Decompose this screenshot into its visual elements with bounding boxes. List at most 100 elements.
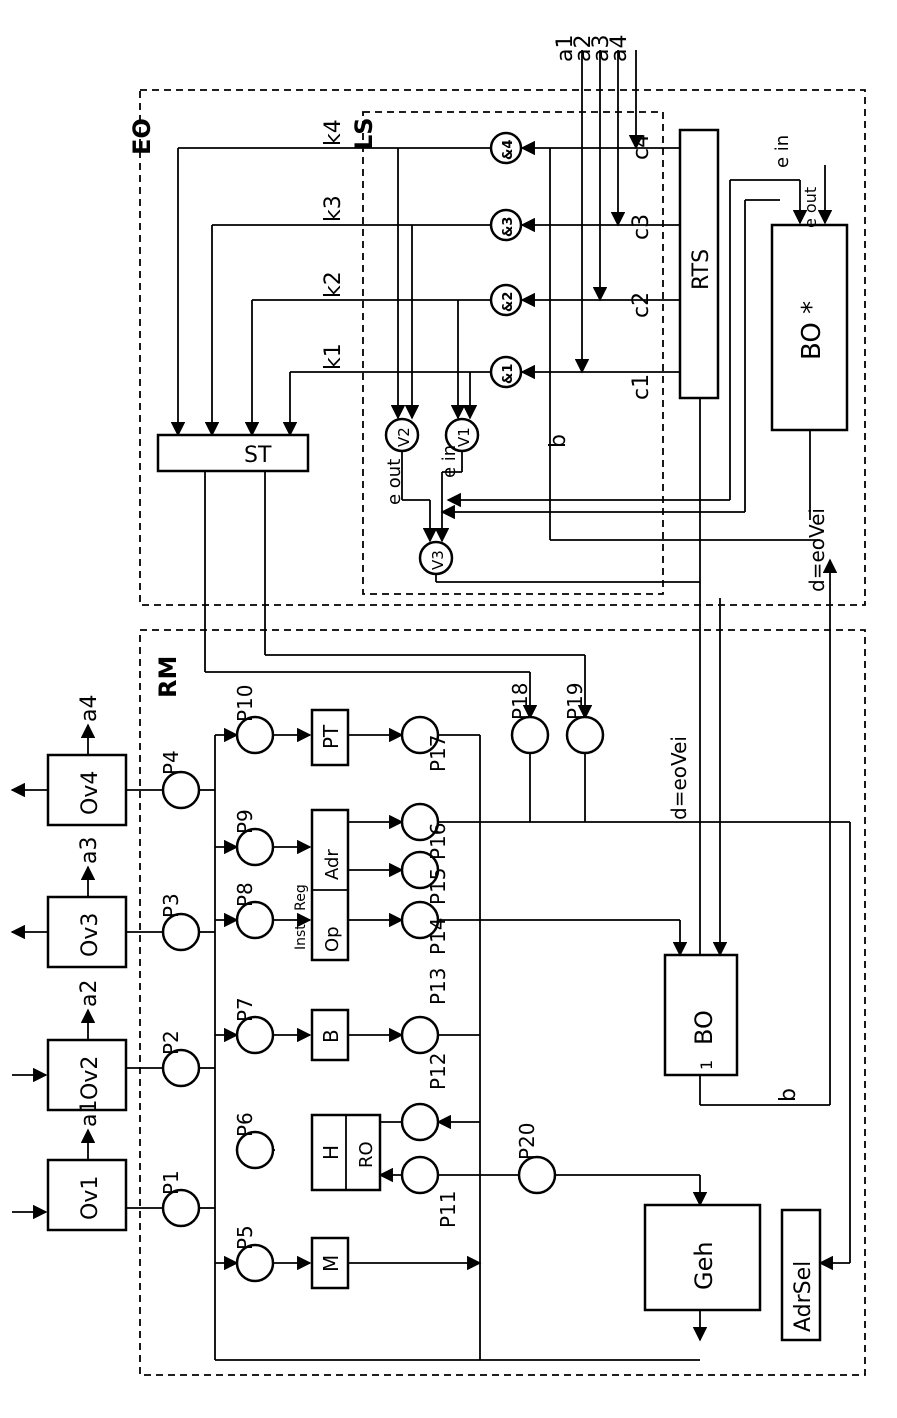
- adrsel-block: [780, 1208, 822, 1342]
- ls-label: LS: [350, 117, 378, 150]
- bo-label: BO: [690, 1010, 718, 1045]
- ov2-label: Ov2: [78, 1056, 103, 1100]
- port-p14: P14: [400, 900, 450, 955]
- ov3-a-label: a3: [77, 837, 102, 864]
- input-a2: a2: [571, 35, 596, 62]
- svg-text:P8: P8: [233, 882, 257, 907]
- port-p17: P17: [400, 715, 450, 772]
- k-lines: [170, 147, 490, 437]
- and-gate-4: &4: [489, 131, 523, 165]
- st-feedback-lines: [204, 471, 593, 720]
- b-label-ls: b: [546, 434, 571, 448]
- st-block: [156, 433, 310, 473]
- ov-lines: [10, 723, 163, 1220]
- rm-label: RM: [154, 656, 182, 698]
- ov4-a-label: a4: [77, 695, 102, 722]
- geh-label: Geh: [690, 1241, 718, 1290]
- ov4-label: Ov4: [78, 771, 103, 815]
- d-eq-label-rm: d=eoVei: [667, 736, 691, 820]
- k2-label: k2: [321, 271, 346, 298]
- svg-text:P12: P12: [426, 1052, 450, 1090]
- svg-text:P7: P7: [233, 997, 257, 1022]
- st-label: ST: [244, 443, 272, 468]
- svg-text:V2: V2: [395, 427, 413, 447]
- svg-text:P13: P13: [426, 967, 450, 1005]
- svg-text:V1: V1: [455, 427, 473, 447]
- svg-text:P9: P9: [233, 809, 257, 834]
- eo-label: EO: [128, 118, 156, 155]
- rts-gate-lines: [520, 140, 820, 541]
- adr-label: Adr: [322, 849, 343, 880]
- port-p7: P7: [233, 997, 275, 1055]
- e-in-label-ls: e in: [439, 445, 460, 478]
- c4-label: c4: [629, 134, 654, 160]
- rm-bus-lines: [199, 558, 851, 1361]
- c3-label: c3: [629, 214, 654, 240]
- c1-label: c1: [629, 374, 654, 400]
- adrsel-label: AdrSel: [791, 1261, 816, 1332]
- svg-text:&3: &3: [501, 217, 516, 237]
- pt-block: [310, 708, 350, 767]
- svg-text:&2: &2: [501, 292, 516, 312]
- c2-label: c2: [629, 292, 654, 318]
- b-label-rm: b: [776, 1088, 801, 1102]
- eo-region: [139, 89, 866, 606]
- e-out-label-eo: e out: [801, 187, 820, 228]
- input-a3: a3: [589, 35, 614, 62]
- port-p4: P4: [159, 750, 201, 810]
- k4-label: k4: [321, 119, 346, 146]
- bo-star-label: BO *: [797, 301, 827, 360]
- op-label: Op: [322, 926, 343, 952]
- input-a1: a1: [553, 35, 578, 62]
- port-p1: P1: [159, 1170, 201, 1228]
- ov4-box: [46, 753, 128, 827]
- svg-text:P20: P20: [515, 1122, 539, 1160]
- svg-text:&4: &4: [501, 140, 516, 160]
- bo-block: [663, 953, 739, 1077]
- port-p18: P18: [508, 682, 550, 755]
- svg-text:P15: P15: [426, 867, 450, 905]
- svg-text:P17: P17: [426, 734, 450, 772]
- ov3-label: Ov3: [78, 913, 103, 957]
- port-p8: P8: [233, 882, 275, 940]
- bo-port-label: 1: [697, 1060, 716, 1070]
- ls-region: [362, 111, 664, 595]
- instr-reg-block: [310, 808, 350, 962]
- port-p19: P19: [563, 682, 605, 755]
- svg-text:V3: V3: [429, 550, 447, 570]
- port-p12: P12: [400, 1052, 450, 1142]
- k1-label: k1: [321, 343, 346, 370]
- svg-text:P18: P18: [508, 682, 532, 720]
- and-gate-3: &3: [489, 208, 523, 242]
- svg-text:P4: P4: [159, 750, 183, 775]
- d-eq-label-eo: d=eoVei: [805, 508, 829, 592]
- input-a4: a4: [607, 35, 632, 62]
- input-lines: [574, 50, 644, 374]
- port-p2: P2: [159, 1030, 201, 1088]
- h-label: H: [319, 1145, 343, 1160]
- svg-text:P2: P2: [159, 1030, 183, 1055]
- or-gate-v1: V1: [444, 417, 480, 453]
- svg-text:P1: P1: [159, 1170, 183, 1195]
- rts-block: [678, 128, 720, 400]
- pt-label: PT: [319, 724, 343, 749]
- ov1-label: Ov1: [78, 1176, 103, 1220]
- svg-text:P5: P5: [233, 1225, 257, 1250]
- m-label: M: [319, 1255, 343, 1272]
- b-block: [310, 1008, 350, 1062]
- svg-text:P10: P10: [233, 684, 257, 722]
- port-p5: P5: [233, 1225, 275, 1283]
- and-gate-1: &1: [489, 355, 523, 389]
- k3-label: k3: [321, 195, 346, 222]
- port-p15: P15: [400, 850, 450, 905]
- svg-text:&1: &1: [501, 364, 516, 384]
- instr-reg-label: Instr. Reg: [293, 884, 309, 950]
- svg-text:P6: P6: [233, 1112, 257, 1137]
- port-p13: P13: [400, 967, 450, 1055]
- port-p6: P6: [233, 1112, 275, 1170]
- rts-label: RTS: [689, 249, 714, 290]
- ov2-a-label: a2: [77, 980, 102, 1007]
- ov1-box: [46, 1158, 128, 1232]
- svg-text:P16: P16: [426, 822, 450, 860]
